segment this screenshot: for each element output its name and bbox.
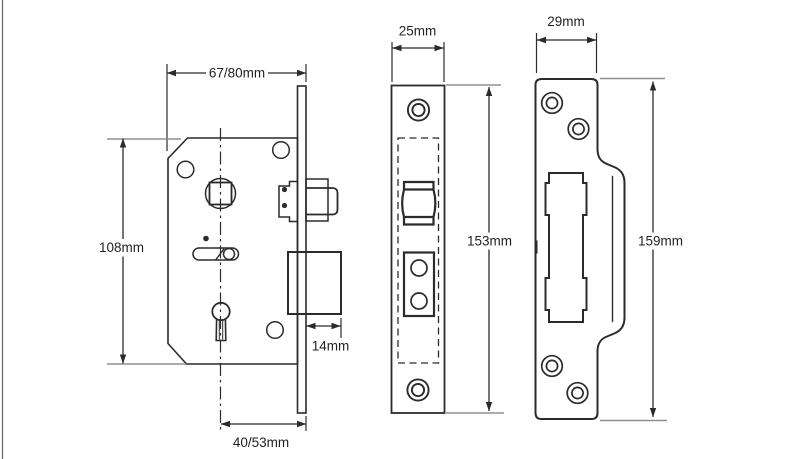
latch-rivet-top [281,186,288,193]
latch-bracket [278,180,298,223]
strike-hole-1-inner [545,96,559,110]
label-backing [206,64,268,82]
lever-slot [192,247,240,261]
screw-hole-bottom-outer [406,378,430,402]
latch-barrel-left [401,189,406,218]
deadbolt-hole-top [410,259,428,277]
strike-hole-4-outer [566,381,589,405]
bolt-throw-dimension: 14mm [306,318,350,354]
lever-pivot-dot [203,235,209,242]
edge-tab [534,240,538,254]
lock-case-view: 67/80mm 108mm 14mm 40/53mm [91,64,349,450]
hidden-case-dashed [397,137,440,364]
case-hole-bottom-right [265,320,285,340]
latch-bolt-head [306,187,339,216]
strike-plate-outline [534,78,626,420]
strike-hole-3-outer [540,354,564,378]
latch-top-band [402,180,435,190]
lever-roller [222,247,236,261]
faceplate-height-label: 153mm [467,234,512,249]
strike-hole-2-inner [572,122,585,136]
faceplate-height-dimension: 153mm [446,84,518,414]
strike-hole-4-inner [571,386,584,400]
screw-hole-top-inner [411,102,426,118]
spindle-follower-circle [204,177,237,210]
strike-width-label: 29mm [547,14,585,29]
deadbolt-hole-bottom [410,292,428,310]
case-hole-top-left [176,160,195,179]
case-height-dimension: 108mm [91,138,186,365]
latch-rivet-bottom [281,202,288,209]
faceplate-view: 25mm 153mm [390,24,518,414]
faceplate-width-dimension: 25mm [391,24,445,82]
label-backing [631,232,690,250]
strike-hole-1-outer [540,91,564,115]
bolt-throw-label: 14mm [312,339,350,354]
deadbolt-front [402,251,436,318]
strike-height-label: 159mm [638,234,683,249]
label-backing [461,232,518,250]
deadbolt-side [287,251,342,315]
case-height-label: 108mm [99,240,144,255]
strike-plate-view: 29mm 159mm [534,14,690,422]
screw-hole-top-outer [406,98,431,122]
keyhole-shaft [215,318,227,342]
backset-label: 40/53mm [233,435,289,450]
strike-width-dimension: 29mm [535,14,598,73]
keyhole-circle [211,301,231,322]
lever-arm-line [215,248,225,261]
case-depth-label: 67/80mm [209,66,265,81]
label-backing [91,239,152,257]
case-hole-top-right [271,140,291,160]
faceplate-edge [296,85,307,414]
latch-bottom-band [402,217,435,226]
latch-bolt-front [401,180,437,226]
backset-dimension: 40/53mm [220,416,307,450]
strike-hole-3-inner [545,359,559,373]
bolt-cutout [544,172,588,323]
case-depth-dimension: 67/80mm [166,64,307,151]
faceplate-outline [390,84,446,414]
latch-barrel-right [432,189,437,218]
strike-hole-2-outer [567,117,590,141]
strike-height-dimension: 159mm [600,77,690,422]
screw-hole-bottom-inner [410,382,426,398]
spindle-follower-square [208,181,233,206]
faceplate-width-label: 25mm [399,24,437,39]
latch-flange [305,178,329,222]
